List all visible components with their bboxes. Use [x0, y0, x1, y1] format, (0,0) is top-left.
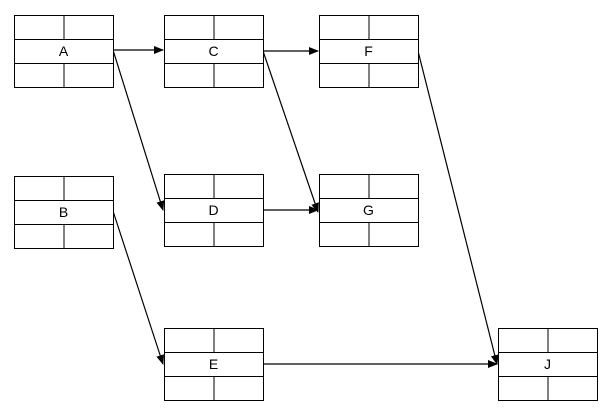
- node-a: A: [14, 15, 114, 88]
- node-f: F: [319, 15, 419, 88]
- edge-a-to-d: [112, 49, 165, 211]
- node-label: G: [363, 202, 374, 218]
- edge-c-to-g: [262, 50, 319, 213]
- node-b: B: [14, 176, 114, 249]
- node-d: D: [164, 174, 264, 247]
- edge-b-to-e: [112, 210, 165, 365]
- nodes-layer: A B C D E F G J: [14, 15, 598, 401]
- node-label: F: [364, 43, 373, 59]
- node-label: C: [208, 43, 218, 59]
- edges-layer: [112, 46, 499, 368]
- node-c: C: [164, 15, 264, 88]
- edge-f-to-j: [417, 50, 499, 365]
- node-label: J: [544, 356, 551, 372]
- node-j: J: [498, 328, 598, 401]
- node-label: B: [59, 204, 68, 220]
- node-label: A: [59, 43, 69, 59]
- node-label: E: [209, 356, 218, 372]
- node-e: E: [164, 328, 264, 401]
- node-label: D: [208, 202, 218, 218]
- node-g: G: [319, 174, 419, 247]
